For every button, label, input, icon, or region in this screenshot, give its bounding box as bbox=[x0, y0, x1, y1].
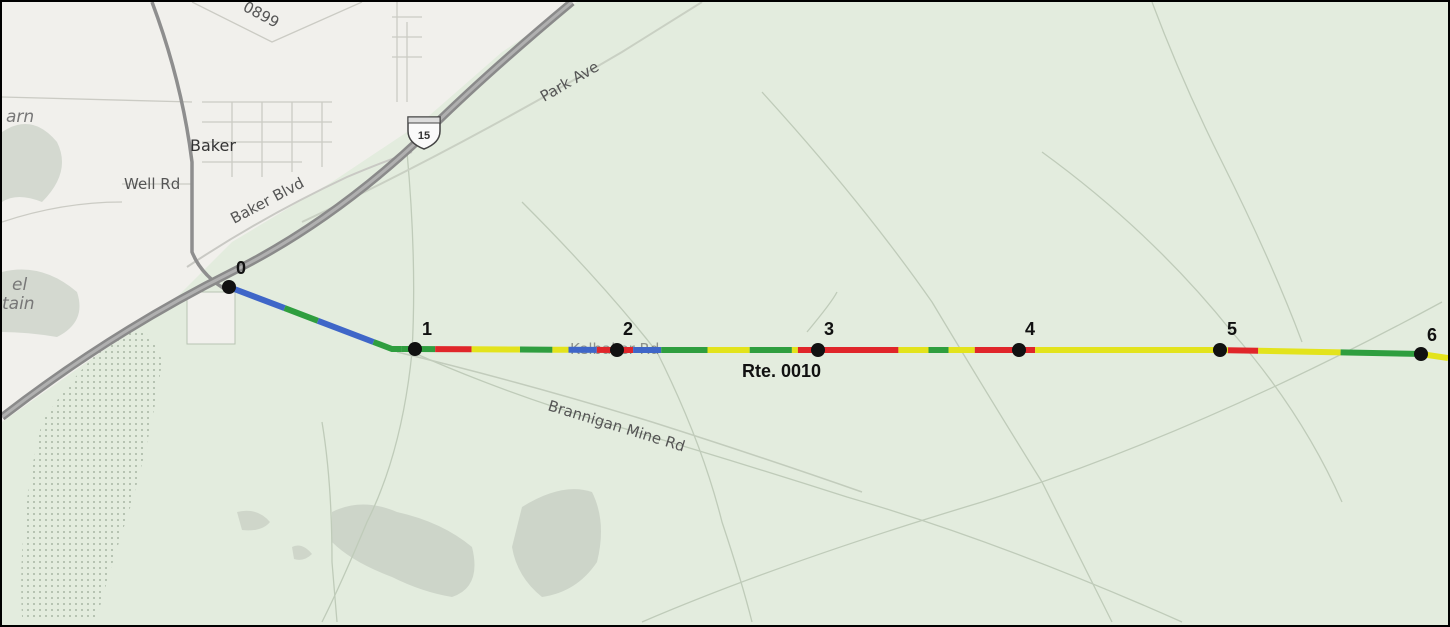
milepost-label-4: 4 bbox=[1025, 319, 1035, 339]
milepost-markers bbox=[222, 280, 1428, 361]
route-label: Rte. 0010 bbox=[742, 361, 821, 381]
route-segment-yellow[interactable] bbox=[1258, 347, 1341, 356]
dune-field bbox=[21, 330, 162, 617]
route-segment-blue[interactable] bbox=[316, 317, 375, 345]
milepost-marker-5[interactable] bbox=[1213, 343, 1227, 357]
milepost-label-1: 1 bbox=[422, 319, 432, 339]
parcel-area bbox=[186, 291, 236, 345]
place-label-baker: Baker bbox=[190, 136, 236, 155]
baker-blvd-road bbox=[186, 151, 413, 268]
route-segment-green[interactable] bbox=[372, 339, 402, 352]
interstate-shield-icon: 15 bbox=[407, 116, 441, 150]
town-street-grid bbox=[2, 2, 422, 223]
route-segment-red[interactable] bbox=[1227, 347, 1259, 354]
brannigan-mine-road bbox=[396, 351, 863, 493]
shield-number: 15 bbox=[418, 130, 430, 142]
milepost-marker-0[interactable] bbox=[222, 280, 236, 294]
milepost-label-5: 5 bbox=[1227, 319, 1237, 339]
area-label-fragment-top: arn bbox=[6, 107, 34, 127]
route-segment-blue[interactable] bbox=[227, 284, 286, 311]
terrain-shading bbox=[2, 124, 601, 597]
route-segment-green[interactable] bbox=[1340, 349, 1418, 357]
kelbaker-road bbox=[150, 2, 231, 294]
milepost-label-2: 2 bbox=[623, 319, 633, 339]
milepost-label-0: 0 bbox=[236, 258, 246, 278]
area-label-fragment-mid-2: tain bbox=[2, 294, 35, 314]
milepost-marker-1[interactable] bbox=[408, 342, 422, 356]
milepost-marker-4[interactable] bbox=[1012, 343, 1026, 357]
milepost-marker-2[interactable] bbox=[610, 343, 624, 357]
milepost-marker-3[interactable] bbox=[811, 343, 825, 357]
milepost-label-3: 3 bbox=[824, 319, 834, 339]
route-segment-green[interactable] bbox=[283, 305, 319, 324]
interstate-15 bbox=[2, 2, 575, 421]
area-label-fragment-mid-1: el bbox=[12, 275, 27, 295]
milepost-marker-6[interactable] bbox=[1414, 347, 1428, 361]
road-label-well-rd: Well Rd bbox=[124, 175, 180, 193]
minor-roads bbox=[321, 2, 1443, 623]
milepost-label-6: 6 bbox=[1427, 325, 1437, 345]
